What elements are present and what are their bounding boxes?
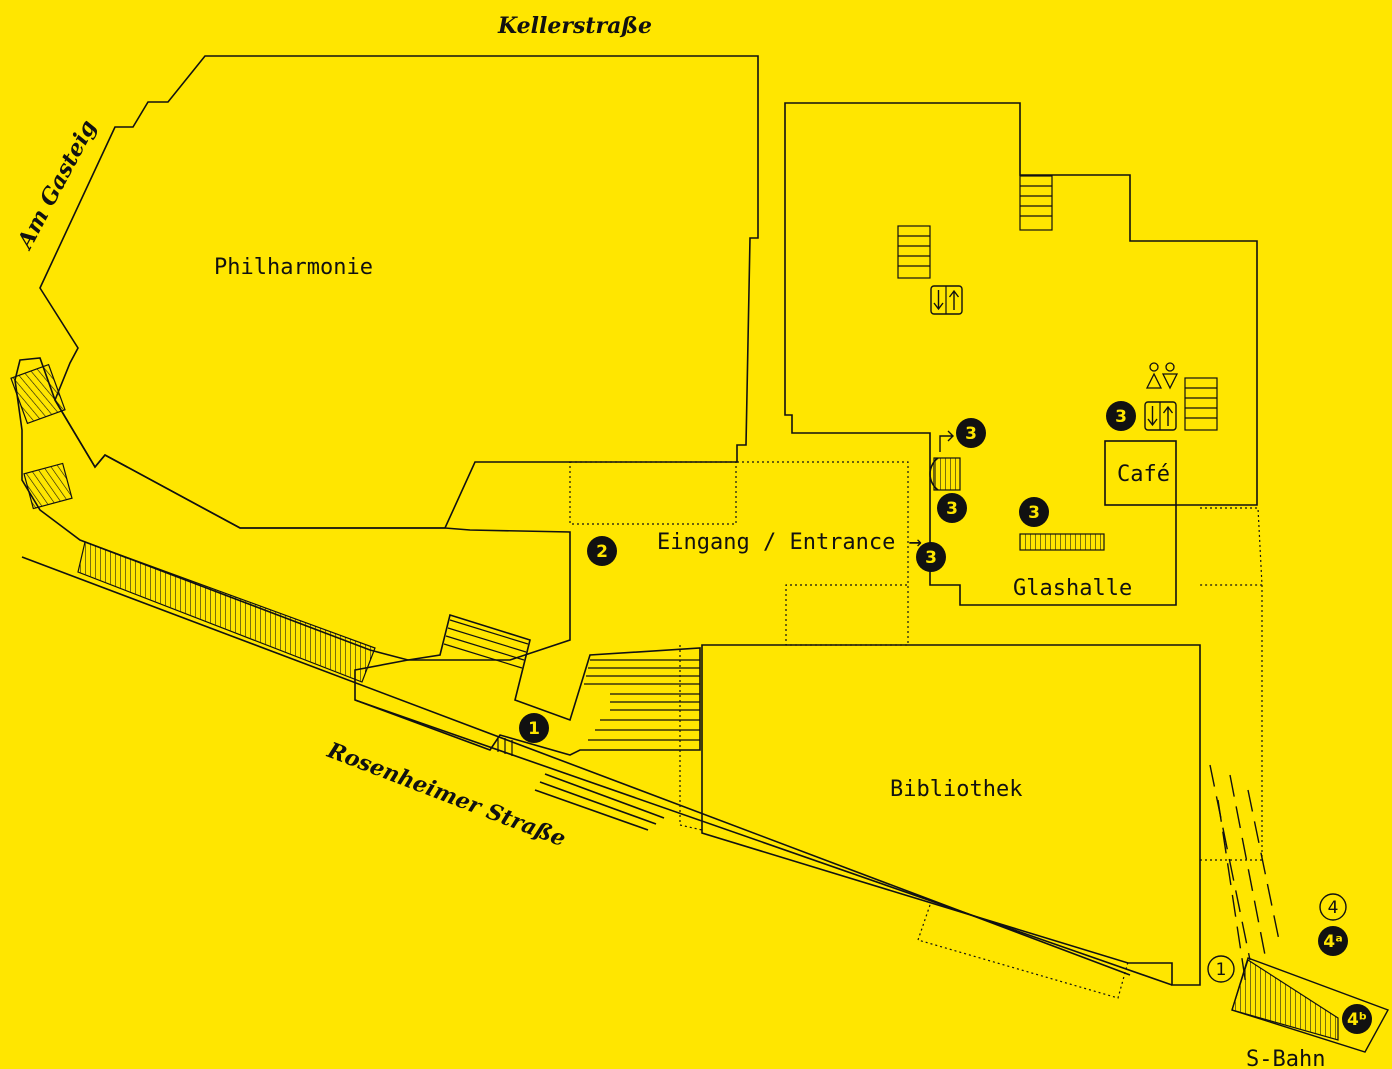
building-label-bibliothek: Bibliothek (890, 777, 1022, 802)
building-label-cafe: Café (1117, 462, 1170, 487)
street-line-c (534, 789, 649, 831)
marker-3-glashalle[interactable]: 3 (1019, 497, 1049, 527)
stair-glashalle (1019, 533, 1105, 551)
street-label-kellerstrasse: Kellerstraße (497, 13, 652, 39)
marker-4-outline[interactable]: 4 (1319, 893, 1347, 921)
entrance-label: Eingang / Entrance → (657, 530, 922, 555)
building-label-philharmonie: Philharmonie (214, 255, 373, 280)
plaza-stairs (354, 613, 701, 756)
arrow-up-right-icon (939, 430, 954, 452)
marker-3-entrance[interactable]: 3 (916, 542, 946, 572)
svg-text:1: 1 (528, 719, 540, 739)
toilet-icon (1145, 362, 1179, 390)
west-stair-lower (23, 462, 73, 510)
dotted-area-canopy (569, 461, 737, 525)
marker-1-outline[interactable]: 1 (1207, 955, 1235, 983)
marker-1[interactable]: 1 (519, 713, 549, 743)
dotted-area-south (917, 904, 1129, 999)
dotted-area-east (1200, 507, 1263, 861)
sbahn-stair (1231, 959, 1339, 1041)
building-label-glashalle: Glashalle (1013, 576, 1132, 601)
svg-text:3: 3 (965, 424, 977, 444)
street-line-a (544, 773, 665, 819)
west-stair-upper (10, 363, 66, 425)
svg-text:3: 3 (1115, 407, 1127, 427)
svg-text:3: 3 (925, 548, 937, 568)
plaza-stair-steps (443, 619, 700, 756)
svg-text:3: 3 (946, 499, 958, 519)
svg-text:1: 1 (1216, 960, 1227, 980)
street-edge-rosenheimer-2 (354, 699, 1173, 986)
street-line-b (539, 781, 657, 825)
building-label-sbahn: S-Bahn (1246, 1047, 1325, 1069)
elevator-icon (1144, 401, 1177, 431)
stair-east (1184, 377, 1218, 431)
street-label-rosenheimer: Rosenheimer Straße (323, 737, 569, 852)
marker-2[interactable]: 2 (587, 536, 617, 566)
sbahn-tracks (1209, 764, 1281, 986)
marker-4b[interactable]: 4ᵇ (1342, 1004, 1372, 1034)
bibliothek-outline (701, 644, 1201, 986)
stair-west (897, 225, 931, 279)
marker-3-stair[interactable]: 3 (937, 493, 967, 523)
marker-3-upper[interactable]: 3 (956, 418, 986, 448)
svg-text:4: 4 (1328, 898, 1339, 918)
west-wing-outline (14, 357, 571, 661)
elevator-icon (930, 285, 963, 315)
marker-4a[interactable]: 4ᵃ (1318, 926, 1348, 956)
marker-3-cafe[interactable]: 3 (1106, 401, 1136, 431)
east-building-outline (784, 102, 1258, 606)
stair-north (1019, 175, 1053, 231)
ramp-hatched (77, 541, 376, 683)
svg-text:3: 3 (1028, 503, 1040, 523)
dotted-area-library-front (679, 645, 703, 831)
svg-text:4ᵇ: 4ᵇ (1347, 1010, 1367, 1030)
philharmonie-outline (39, 55, 759, 529)
stair-entrance-round (929, 457, 961, 491)
svg-text:4ᵃ: 4ᵃ (1323, 932, 1343, 952)
cafe-outline (1104, 440, 1177, 506)
svg-text:2: 2 (596, 542, 608, 562)
